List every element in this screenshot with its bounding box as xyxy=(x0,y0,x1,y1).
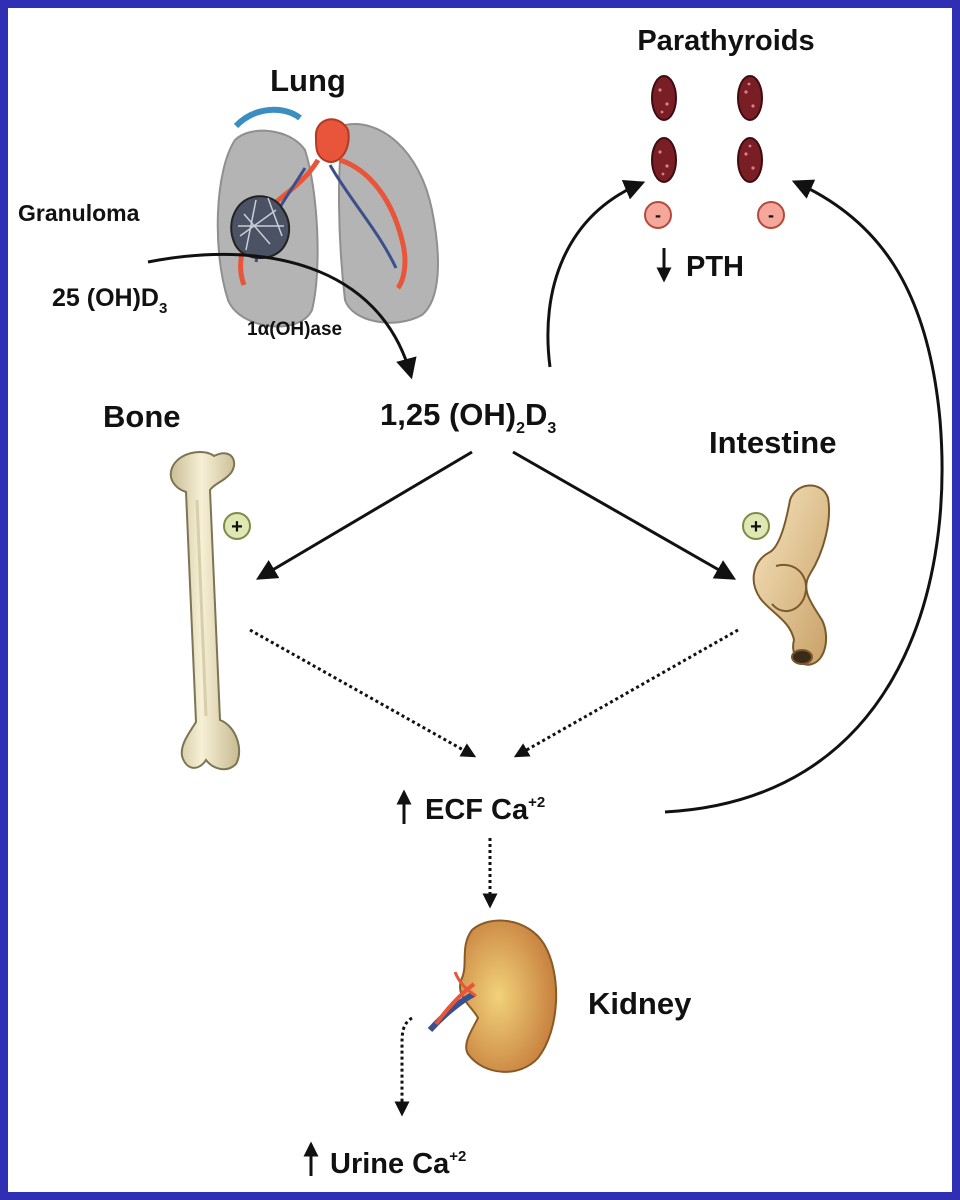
arrow-active-to-bone xyxy=(255,450,473,580)
intestine-illustration xyxy=(752,484,831,666)
precursor-label: 25 (OH)D3 xyxy=(52,284,167,317)
plus-badge-bone: + xyxy=(223,512,251,540)
svg-text:-: - xyxy=(655,205,661,225)
arrow-active-to-intestine xyxy=(512,450,737,580)
pth-label: PTH xyxy=(686,251,744,283)
plus-badge-intestine: + xyxy=(742,512,770,540)
urine-calcium-label: Urine Ca+2 xyxy=(330,1148,466,1180)
arrow-intestine-to-ecf xyxy=(513,628,739,758)
parathyroid-glands xyxy=(651,75,763,183)
active-vitamin-d-label: 1,25 (OH)2D3 xyxy=(380,397,556,437)
kidney-label: Kidney xyxy=(588,986,692,1021)
kidney-illustration xyxy=(427,919,558,1073)
granuloma-label: Granuloma xyxy=(18,200,140,226)
arrow-active-to-parathyroids xyxy=(546,180,646,368)
minus-badge-left: - xyxy=(644,201,672,229)
arrow-kidney-to-urine xyxy=(394,1016,413,1117)
ecf-calcium-label: ECF Ca+2 xyxy=(425,794,545,826)
arrow-bone-to-ecf xyxy=(249,628,477,758)
arrow-precursor-to-active xyxy=(147,252,417,380)
arrow-ecf-to-parathyroids xyxy=(664,179,944,814)
parathyroids-label: Parathyroids xyxy=(637,25,814,57)
bone-illustration xyxy=(169,451,241,771)
minus-badge-right: - xyxy=(757,201,785,229)
svg-text:+: + xyxy=(231,516,243,538)
svg-text:-: - xyxy=(768,205,774,225)
lung-label: Lung xyxy=(270,63,346,98)
diagram-frame: - - + + Lung Parathyroids xyxy=(8,8,952,1192)
granuloma-mass xyxy=(230,195,291,259)
enzyme-label: 1α(OH)ase xyxy=(247,319,342,340)
intestine-label: Intestine xyxy=(709,425,836,460)
lung-illustration xyxy=(216,106,439,328)
bone-label: Bone xyxy=(103,399,181,434)
vitamin-d-pathway-diagram: - - + + Lung Parathyroids xyxy=(18,25,944,1180)
svg-text:+: + xyxy=(750,516,762,538)
